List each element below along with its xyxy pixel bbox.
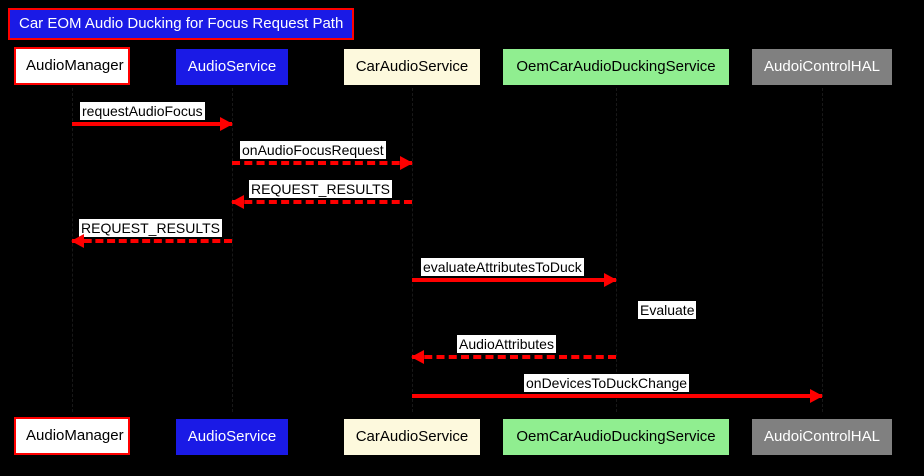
arrow-line <box>232 161 412 165</box>
participant-foot-audioservice[interactable]: AudioService <box>176 419 288 455</box>
arrow-head-right <box>220 117 233 131</box>
arrow-line <box>72 122 232 126</box>
participant-label: AudioManager <box>26 57 124 74</box>
message-arrow-on-audio-focus-request[interactable] <box>232 156 413 170</box>
arrow-line <box>72 239 232 243</box>
message-label-audio-attributes: AudioAttributes <box>457 335 556 354</box>
participant-head-oemcaraudioduckingservice[interactable]: OemCarAudioDuckingService <box>503 49 729 85</box>
arrow-head-left <box>411 350 424 364</box>
participant-label: CarAudioService <box>355 58 469 75</box>
participant-label: AudioService <box>187 428 277 445</box>
message-arrow-request-results-2[interactable] <box>71 234 232 248</box>
arrow-head-right <box>604 273 617 287</box>
diagram-title: Car EOM Audio Ducking for Focus Request … <box>8 8 355 40</box>
arrow-head-right <box>810 389 823 403</box>
lifeline-audoicontrolhal <box>822 88 824 412</box>
message-label-on-devices-to-duck-change: onDevicesToDuckChange <box>524 374 690 393</box>
message-label-evaluate-attributes-to-duck: evaluateAttributesToDuck <box>421 258 584 277</box>
participant-foot-audoicontrolhal[interactable]: AudoiControlHAL <box>752 419 892 455</box>
participant-head-audioservice[interactable]: AudioService <box>176 49 288 85</box>
participant-label: AudoiControlHAL <box>764 58 880 75</box>
lifeline-audioservice <box>232 88 234 412</box>
participant-head-audoicontrolhal[interactable]: AudoiControlHAL <box>752 49 892 85</box>
participant-label: AudioService <box>187 58 277 75</box>
note-evaluate: Evaluate <box>638 301 697 320</box>
message-arrow-audio-attributes[interactable] <box>411 350 616 364</box>
arrow-head-left <box>71 234 84 248</box>
message-label-request-audio-focus: requestAudioFocus <box>80 102 205 121</box>
participant-foot-oemcaraudioduckingservice[interactable]: OemCarAudioDuckingService <box>503 419 729 455</box>
message-label-request-results-2: REQUEST_RESULTS <box>79 219 222 238</box>
message-label-request-results-1: REQUEST_RESULTS <box>249 180 392 199</box>
message-arrow-request-results-1[interactable] <box>231 195 412 209</box>
arrow-line <box>232 200 412 204</box>
participant-label: CarAudioService <box>355 428 469 445</box>
participant-label: AudioManager <box>26 427 124 444</box>
participant-head-caraudioservice[interactable]: CarAudioService <box>344 49 480 85</box>
message-label-on-audio-focus-request: onAudioFocusRequest <box>240 141 386 160</box>
arrow-line <box>412 278 616 282</box>
participant-head-audiomanager[interactable]: AudioManager <box>14 47 130 85</box>
participant-foot-audiomanager[interactable]: AudioManager <box>14 417 130 455</box>
lifeline-oemcarduck <box>616 88 618 412</box>
lifeline-caraudioservice <box>412 88 414 412</box>
arrow-head-left <box>231 195 244 209</box>
message-arrow-request-audio-focus[interactable] <box>72 117 233 131</box>
message-arrow-on-devices-to-duck-change[interactable] <box>412 389 823 403</box>
lifeline-audiomanager <box>72 88 74 412</box>
message-arrow-evaluate-attributes-to-duck[interactable] <box>412 273 617 287</box>
participant-label: AudoiControlHAL <box>764 428 880 445</box>
participant-foot-caraudioservice[interactable]: CarAudioService <box>344 419 480 455</box>
arrow-head-right <box>400 156 413 170</box>
arrow-line <box>412 355 616 359</box>
arrow-line <box>412 394 822 398</box>
participant-label: OemCarAudioDuckingService <box>516 58 716 75</box>
participant-label: OemCarAudioDuckingService <box>516 428 716 445</box>
